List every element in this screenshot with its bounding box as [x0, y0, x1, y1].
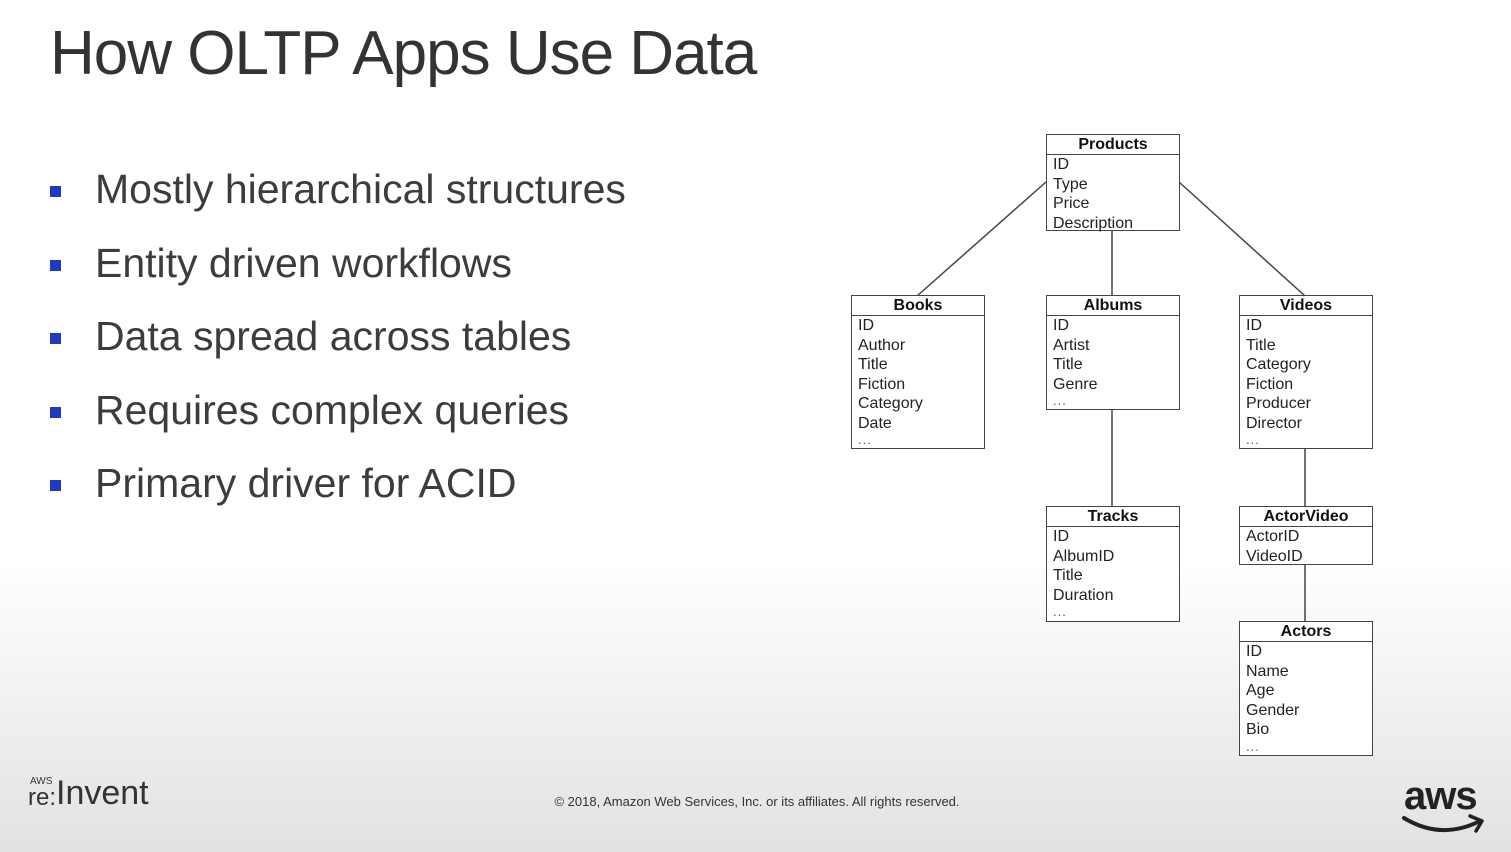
- entity-field: Category: [858, 395, 923, 412]
- entity-field: Bio: [1246, 721, 1270, 738]
- entity-videos: Videos ID Title Category Fiction Produce…: [1239, 295, 1373, 449]
- slide-title: How OLTP Apps Use Data: [50, 19, 757, 88]
- entity-field: Category: [1246, 356, 1311, 373]
- entity-products: Products ID Type Price Description: [1046, 134, 1180, 232]
- entity-field: Producer: [1246, 395, 1311, 412]
- entity-field: Title: [1246, 336, 1276, 354]
- entity-books: Books ID Author Title Fiction Category D…: [851, 295, 985, 449]
- entity-field: Type: [1053, 175, 1088, 193]
- entity-field-more: ...: [1246, 738, 1260, 754]
- entity-field: Duration: [1053, 586, 1114, 604]
- entity-tracks: Tracks ID AlbumID Title Duration ...: [1046, 506, 1180, 622]
- entity-field: Title: [858, 356, 888, 373]
- entity-name: ActorVideo: [1240, 507, 1372, 527]
- entity-field: VideoID: [1246, 547, 1303, 565]
- entity-field: AlbumID: [1053, 547, 1115, 565]
- entity-field: Age: [1246, 682, 1275, 699]
- entity-field-more: ...: [858, 432, 872, 447]
- copyright-text: © 2018, Amazon Web Services, Inc. or its…: [554, 794, 960, 809]
- entity-field: Description: [1053, 214, 1134, 232]
- entity-field: Title: [1053, 356, 1083, 373]
- entity-name: Videos: [1240, 296, 1372, 316]
- relation-line-products-videos: [1178, 181, 1306, 297]
- entity-field: ID: [1053, 528, 1069, 545]
- entity-field: Gender: [1246, 701, 1300, 719]
- entity-name: Albums: [1047, 296, 1179, 316]
- entity-field: Author: [858, 336, 906, 354]
- entity-name: Products: [1047, 135, 1179, 155]
- entity-field: ActorID: [1246, 528, 1300, 545]
- bullet-marker-icon: [50, 406, 61, 418]
- entity-field: ID: [858, 317, 874, 334]
- bullet-item: Entity driven workflows: [48, 240, 626, 314]
- entity-actorvideo: ActorVideo ActorID VideoID: [1239, 506, 1373, 565]
- entity-field-more: ...: [1053, 393, 1067, 408]
- bullet-item: Mostly hierarchical structures: [48, 166, 626, 240]
- entity-field-more: ...: [1053, 604, 1067, 619]
- entity-field: Fiction: [1246, 375, 1294, 393]
- bullet-item: Requires complex queries: [48, 387, 626, 461]
- entity-albums: Albums ID Artist Title Genre ...: [1046, 295, 1180, 410]
- relation-line-products-books: [916, 181, 1047, 297]
- bullet-marker-icon: [50, 259, 61, 271]
- entity-field-more: ...: [1246, 432, 1260, 447]
- entity-name: Tracks: [1047, 507, 1179, 527]
- entity-field: Artist: [1053, 336, 1090, 354]
- entity-field: ID: [1246, 317, 1262, 334]
- entity-field: Date: [858, 414, 892, 432]
- aws-logo: aws: [1400, 774, 1490, 838]
- reinvent-logo-re: re:: [28, 784, 57, 811]
- aws-smile-icon: [1402, 814, 1484, 833]
- bullet-item: Primary driver for ACID: [48, 460, 626, 534]
- entity-field: ID: [1246, 643, 1262, 660]
- entity-field: ID: [1053, 156, 1069, 173]
- entity-field: Price: [1053, 195, 1090, 212]
- reinvent-logo-aws: AWS: [30, 776, 53, 787]
- bullet-item: Data spread across tables: [48, 313, 626, 387]
- entity-field: Name: [1246, 662, 1289, 680]
- entity-name: Actors: [1240, 622, 1372, 642]
- entity-field: Genre: [1053, 375, 1098, 393]
- aws-logo-text: aws: [1404, 774, 1478, 818]
- entity-field: ID: [1053, 317, 1069, 334]
- entity-actors: Actors ID Name Age Gender Bio ...: [1239, 621, 1373, 756]
- reinvent-logo-invent: Invent: [56, 774, 149, 812]
- entity-field: Title: [1053, 567, 1083, 584]
- entity-name: Books: [852, 296, 984, 316]
- entity-field: Fiction: [858, 375, 906, 393]
- bullet-marker-icon: [50, 480, 61, 491]
- bullet-marker-icon: [50, 333, 61, 344]
- entity-field: Director: [1246, 414, 1303, 432]
- bullet-marker-icon: [50, 186, 61, 197]
- bullet-list: Mostly hierarchical structures Entity dr…: [48, 166, 626, 534]
